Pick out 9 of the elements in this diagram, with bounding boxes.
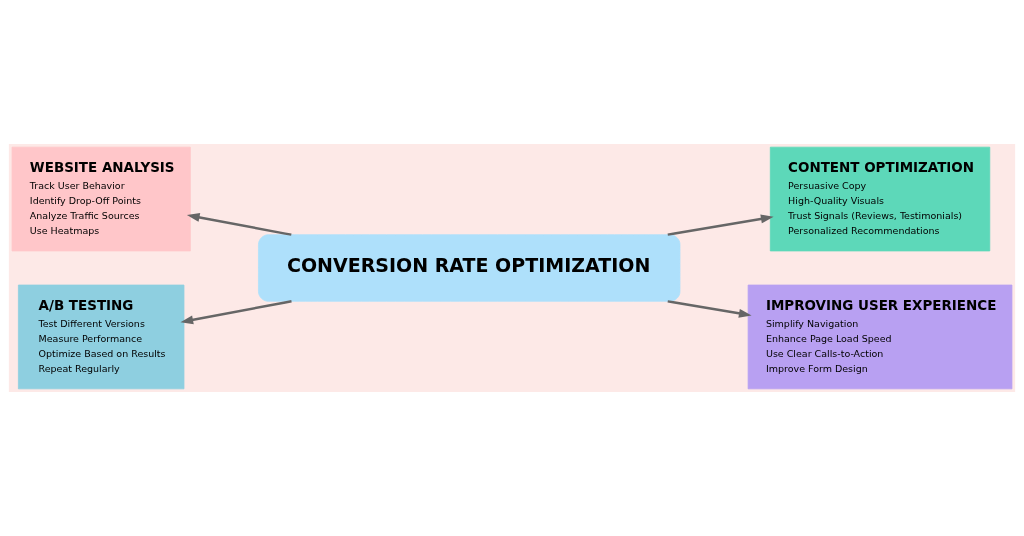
node-box: CONVERSION RATE OPTIMIZATION (258, 234, 681, 302)
arrow (667, 300, 752, 318)
node-box: CONTENT OPTIMIZATION Persuasive Copy High-Quality Visuals Trust Signals (Reviews, Testimonials) Personalized Recommendations (769, 146, 991, 252)
node-box: A/B TESTING Test Different Versions Measure Performance Optimize Based on Results Repeat Regularly (18, 284, 185, 390)
arrow (667, 214, 774, 236)
arrow (180, 300, 292, 325)
node-box: IMPROVING USER EXPERIENCE Simplify Navigation Enhance Page Load Speed Use Clear Calls-to-Action Improve Form Design (747, 284, 1013, 390)
node-box: WEBSITE ANALYSIS Track User Behavior Identify Drop-Off Points Analyze Traffic Sources Use Heatmaps (11, 146, 191, 252)
arrow (186, 213, 292, 236)
